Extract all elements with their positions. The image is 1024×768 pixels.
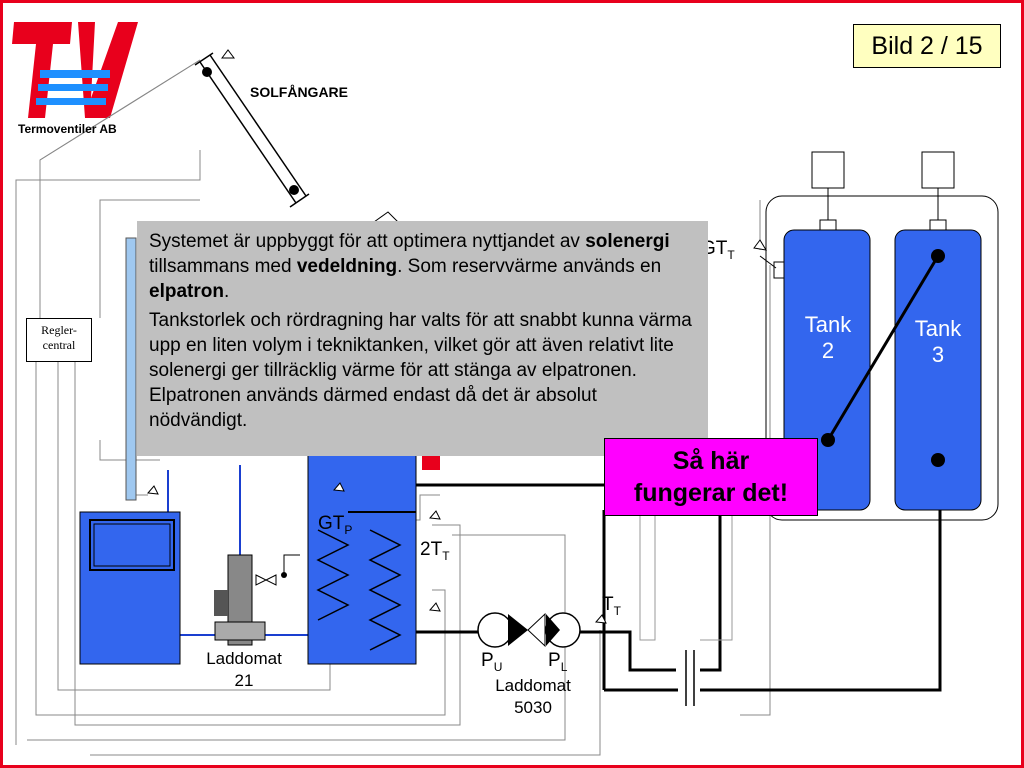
pl-label: PL	[548, 650, 568, 674]
termoventiler-logo	[12, 22, 138, 118]
controller-label-line2: central	[42, 338, 76, 352]
company-name: Termoventiler AB	[18, 122, 117, 136]
tank-3	[894, 151, 982, 511]
wood-boiler	[79, 511, 181, 665]
pu-label: PU	[481, 650, 503, 674]
info-paragraph-2: Tankstorlek och rördragning har valts fö…	[149, 310, 692, 431]
slide-counter: Bild 2 / 15	[853, 24, 1001, 68]
pump-pl	[545, 612, 581, 648]
how-it-works-button[interactable]: Så här fungerar det!	[604, 438, 818, 516]
solar-collector	[194, 49, 310, 208]
pump-pu	[477, 612, 528, 648]
gt-p-label: GTP	[318, 513, 353, 537]
solar-collector-label: SOLFÅNGARE	[250, 84, 348, 100]
t-t-label: TT	[602, 594, 621, 618]
info-text-box: Systemet är uppbyggt för att optimera ny…	[137, 221, 708, 456]
2t-t-label: 2TT	[420, 539, 450, 563]
info-paragraph-1: Systemet är uppbyggt för att optimera ny…	[149, 231, 670, 302]
control-unit: Regler- central	[26, 318, 92, 362]
controller-label-line1: Regler-	[41, 323, 77, 337]
technical-tank	[307, 439, 440, 665]
laddomat-21	[214, 554, 277, 646]
